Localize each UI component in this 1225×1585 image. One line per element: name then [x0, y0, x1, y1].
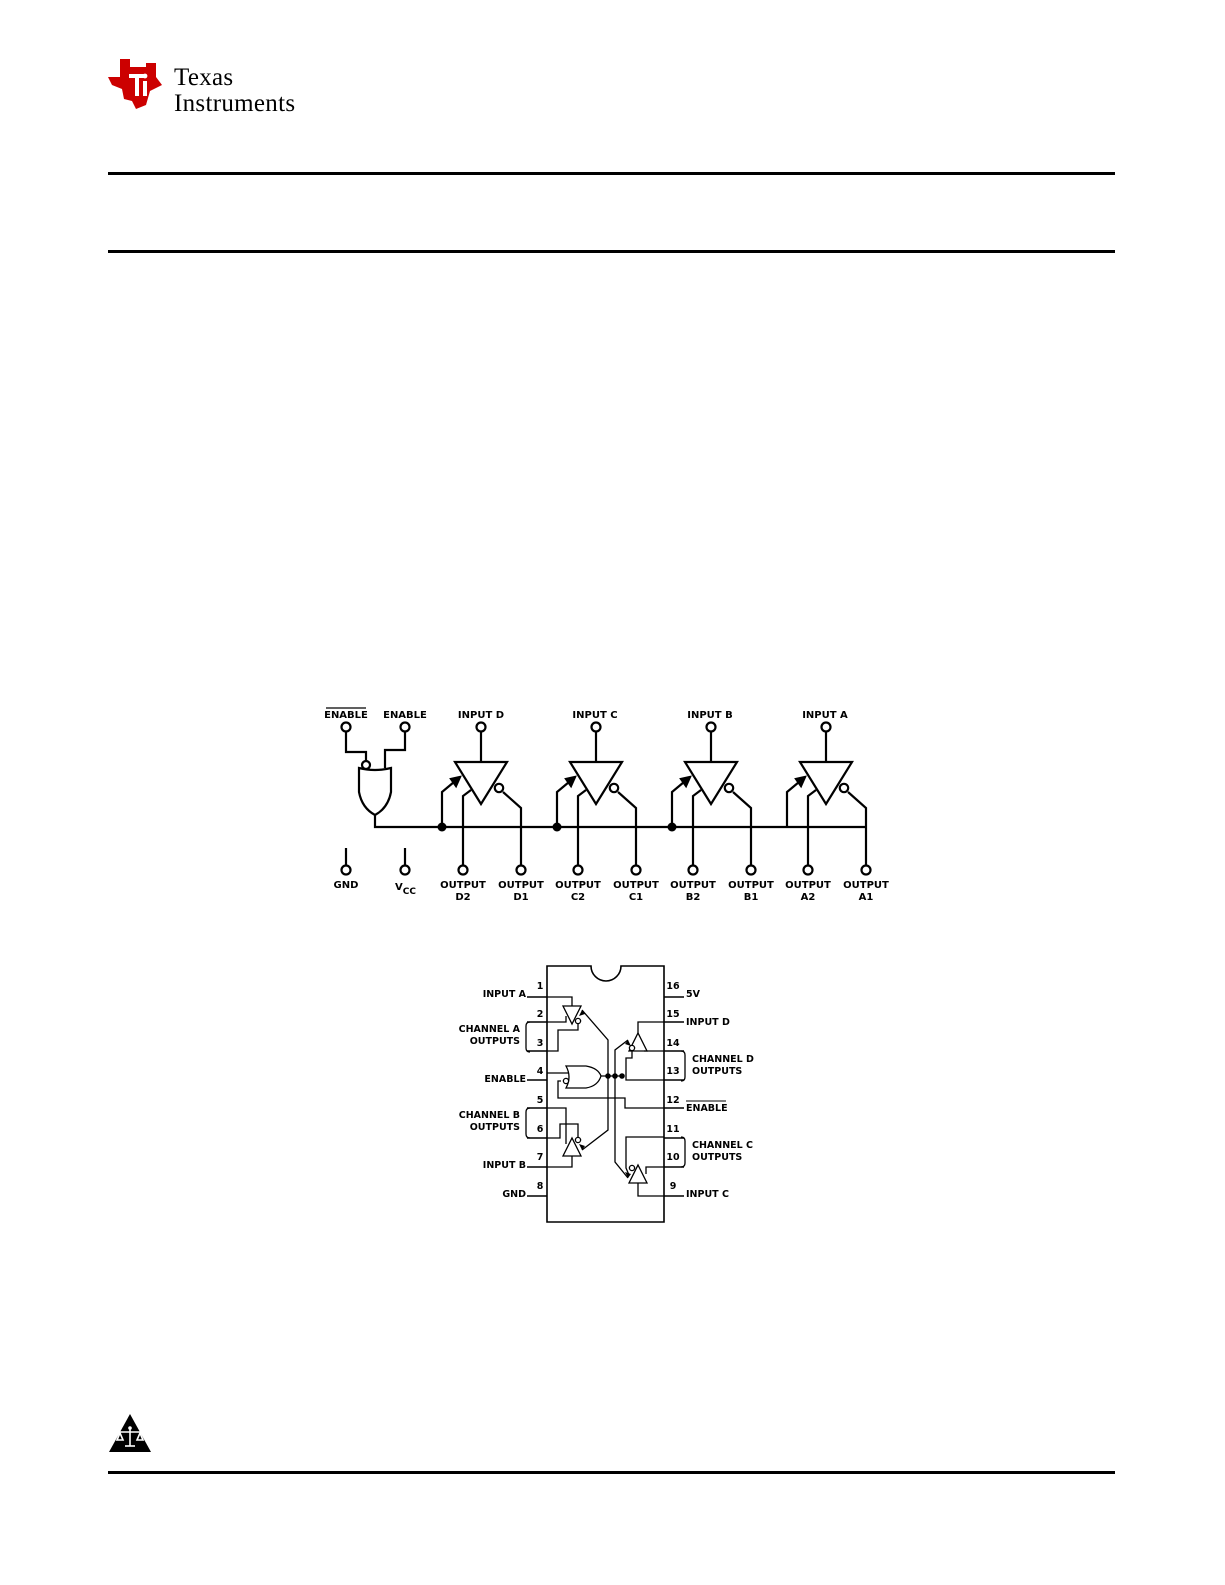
- pin-6-number: 6: [537, 1124, 544, 1135]
- pin-4-number: 4: [537, 1066, 544, 1077]
- texas-instruments-logo: Texas Instruments: [106, 55, 356, 117]
- driver-d-inverting-bubble: [493, 782, 505, 794]
- junction-dot: [437, 822, 447, 832]
- input-a-label: INPUT A: [802, 710, 848, 721]
- output-b2-label-line-2: B2: [686, 892, 701, 903]
- driver-c-symbol: [568, 760, 624, 807]
- pin-15-label: INPUT D: [686, 1017, 730, 1028]
- output-a1-label-line-1: OUTPUT: [843, 880, 889, 891]
- enable-label: ENABLE: [383, 710, 427, 721]
- logic-diagram: ENABLE ENABLE GND VCC INPUT D OUTPUT D2 …: [324, 707, 889, 903]
- header-bottom-rule: [108, 250, 1115, 253]
- channel-d-outputs-label-line-1: CHANNEL D: [692, 1054, 754, 1065]
- output-d2-label-line-2: D2: [455, 892, 470, 903]
- pin-7-label: INPUT B: [483, 1160, 526, 1171]
- driver-b-symbol: [683, 760, 739, 807]
- driver-d-symbol: [453, 760, 509, 807]
- output-d1-label-line-1: OUTPUT: [498, 880, 544, 891]
- output-c1-label-line-1: OUTPUT: [613, 880, 659, 891]
- channel-b-outputs-label-line-2: OUTPUTS: [470, 1122, 520, 1133]
- brand-name-line-1: Texas: [174, 64, 234, 91]
- pin-1-label: INPUT A: [483, 989, 527, 1000]
- output-d2-label-line-1: OUTPUT: [440, 880, 486, 891]
- input-a-terminal: [820, 721, 832, 733]
- pin-4-label: ENABLE: [484, 1074, 526, 1085]
- channel-a-outputs-label-line-2: OUTPUTS: [470, 1036, 520, 1047]
- enable-b-arrow-icon: [679, 775, 692, 789]
- output-c2-label-line-2: C2: [571, 892, 585, 903]
- channel-b-outputs-label-line-1: CHANNEL B: [459, 1110, 520, 1121]
- ti-state-logo-icon: [108, 59, 162, 109]
- channel-a-outputs-label-line-1: CHANNEL A: [459, 1024, 521, 1035]
- pin-13-number: 13: [666, 1066, 679, 1077]
- input-d-label: INPUT D: [458, 710, 504, 721]
- enable-c-arrow-icon: [564, 775, 577, 789]
- pin-8-label: GND: [502, 1189, 526, 1200]
- output-a2-label-line-1: OUTPUT: [785, 880, 831, 891]
- output-d1-label-line-2: D1: [513, 892, 528, 903]
- pin-14-number: 14: [666, 1038, 680, 1049]
- footer-rule: [108, 1471, 1115, 1474]
- pin-7-number: 7: [537, 1152, 544, 1163]
- output-a2-terminal: [802, 864, 814, 876]
- output-b1-terminal: [745, 864, 757, 876]
- enable-bar-label: ENABLE: [324, 710, 368, 721]
- pinout-diagram: 1 INPUT A 2 3 4 ENABLE 5 6 7 INPUT B 8 G…: [459, 965, 754, 1223]
- enable-a-arrow-icon: [794, 775, 807, 789]
- pin-16-label: 5V: [686, 989, 701, 1000]
- output-d2-terminal: [457, 864, 469, 876]
- input-c-label: INPUT C: [572, 710, 617, 721]
- gnd-label: GND: [334, 880, 359, 891]
- output-d1-terminal: [515, 864, 527, 876]
- vcc-label: VCC: [395, 882, 416, 897]
- input-d-terminal: [475, 721, 487, 733]
- pin-3-number: 3: [537, 1038, 544, 1049]
- pin-5-number: 5: [537, 1095, 544, 1106]
- junction-dot: [667, 822, 677, 832]
- pin-1-number: 1: [537, 981, 544, 992]
- pin-9-label: INPUT C: [686, 1189, 729, 1200]
- input-b-label: INPUT B: [687, 710, 732, 721]
- output-b2-label-line-1: OUTPUT: [670, 880, 716, 891]
- output-a2-label-line-2: A2: [801, 892, 816, 903]
- pin-12-number: 12: [666, 1095, 679, 1106]
- channel-c-outputs-label-line-1: CHANNEL C: [692, 1140, 753, 1151]
- input-c-terminal: [590, 721, 602, 733]
- output-a1-label-line-2: A1: [859, 892, 874, 903]
- header-top-rule: [108, 172, 1115, 175]
- output-b2-terminal: [687, 864, 699, 876]
- driver-b-inverting-bubble: [723, 782, 735, 794]
- channel-c-outputs-label-line-2: OUTPUTS: [692, 1152, 742, 1163]
- pin-2-number: 2: [537, 1009, 544, 1020]
- scales-of-justice-warning-icon: [109, 1414, 151, 1452]
- driver-a-symbol: [798, 760, 854, 807]
- input-b-terminal: [705, 721, 717, 733]
- output-c1-terminal: [630, 864, 642, 876]
- driver-a-inverting-bubble: [838, 782, 850, 794]
- output-b1-label-line-2: B1: [744, 892, 759, 903]
- driver-c-inverting-bubble: [608, 782, 620, 794]
- output-c2-label-line-1: OUTPUT: [555, 880, 601, 891]
- pin-11-number: 11: [666, 1124, 679, 1135]
- output-c2-terminal: [572, 864, 584, 876]
- output-a1-terminal: [860, 864, 872, 876]
- output-c1-label-line-2: C1: [629, 892, 643, 903]
- pin-10-number: 10: [666, 1152, 680, 1163]
- pin-15-number: 15: [666, 1009, 679, 1020]
- channel-d-outputs-label-line-2: OUTPUTS: [692, 1066, 742, 1077]
- brand-name-line-2: Instruments: [174, 90, 296, 117]
- pin-9-number: 9: [670, 1181, 677, 1192]
- pin-8-number: 8: [537, 1181, 544, 1192]
- pin-12-label: ENABLE: [686, 1103, 728, 1114]
- junction-dot: [552, 822, 562, 832]
- output-b1-label-line-1: OUTPUT: [728, 880, 774, 891]
- pin-16-number: 16: [666, 981, 680, 992]
- enable-d-arrow-icon: [449, 775, 462, 789]
